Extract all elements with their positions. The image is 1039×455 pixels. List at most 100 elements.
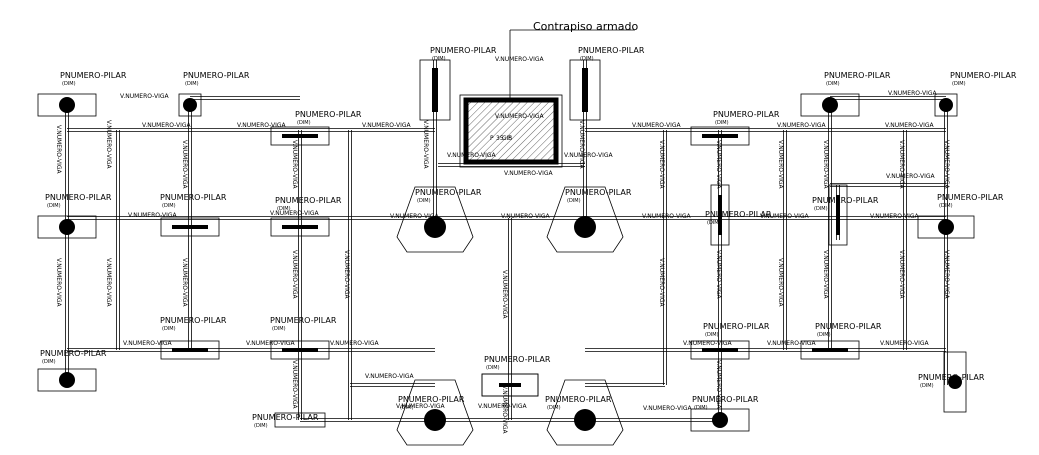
slab-title: Contrapiso armado — [533, 20, 638, 33]
pilar-bar — [172, 348, 208, 352]
slab-label: P — [508, 135, 512, 142]
footing-outline — [37, 215, 97, 239]
pilar-label: PNUMERO-PILAR — [160, 193, 227, 202]
pilar-label: PNUMERO-PILAR — [950, 71, 1017, 80]
pilar-bar — [282, 225, 318, 229]
beam-label-vertical: V.NUMERO-VIGA — [55, 258, 62, 307]
beam-label: V.NUMERO-VIGA — [683, 340, 732, 347]
pilar-label: PNUMERO-PILAR — [45, 193, 112, 202]
pilar-dim: (DIM) — [400, 405, 414, 411]
pilar-label: PNUMERO-PILAR — [824, 71, 891, 80]
beam-label-vertical: V.NUMERO-VIGA — [105, 120, 112, 169]
beam-label: V.NUMERO-VIGA — [632, 122, 681, 129]
pilar-rect — [690, 126, 750, 146]
pilar-label: PNUMERO-PILAR — [545, 395, 612, 404]
beam-label: V.NUMERO-VIGA — [888, 90, 937, 97]
beam-label-vertical: V.NUMERO-VIGA — [943, 250, 950, 299]
column-bar — [432, 68, 438, 112]
pilar-dim: (DIM) — [547, 405, 561, 411]
beam-label: V.NUMERO-VIGA — [880, 340, 929, 347]
pilar-dim: (DIM) — [814, 206, 828, 212]
pilar-rect — [270, 340, 330, 360]
beam-label: V.NUMERO-VIGA — [447, 152, 496, 159]
pilar-rect — [270, 217, 330, 237]
beam-label-vertical: V.NUMERO-VIGA — [291, 250, 298, 299]
pilar-label: PNUMERO-PILAR — [160, 316, 227, 325]
pilar-label: PNUMERO-PILAR — [692, 395, 759, 404]
beam-label: V.NUMERO-VIGA — [246, 340, 295, 347]
pilar-rect — [160, 340, 220, 360]
beam-label-vertical: V.NUMERO-VIGA — [822, 140, 829, 189]
pilar-dim: (DIM) — [432, 56, 446, 62]
beam-label-vertical: V.NUMERO-VIGA — [898, 250, 905, 299]
beam-label: V.NUMERO-VIGA — [270, 210, 319, 217]
beam-label: V.NUMERO-VIGA — [237, 122, 286, 129]
pilar-dim: (DIM) — [826, 81, 840, 87]
beam-label: V.NUMERO-VIGA — [504, 170, 553, 177]
slab-label: P — [490, 135, 494, 142]
pilar-label: PNUMERO-PILAR — [565, 188, 632, 197]
pilar-label: PNUMERO-PILAR — [812, 196, 879, 205]
beam-label-vertical: V.NUMERO-VIGA — [658, 140, 665, 189]
beam-label-vertical: V.NUMERO-VIGA — [105, 258, 112, 307]
pilar-label: PNUMERO-PILAR — [484, 355, 551, 364]
pilar-label: PNUMERO-PILAR — [815, 322, 882, 331]
pilar-dim: (DIM) — [705, 332, 719, 338]
pilar-label: PNUMERO-PILAR — [937, 193, 1004, 202]
column-dot — [183, 98, 197, 112]
pilar-dim: (DIM) — [580, 56, 594, 62]
pilar-label: PNUMERO-PILAR — [60, 71, 127, 80]
beam-label-vertical: V.NUMERO-VIGA — [501, 385, 508, 434]
beam-label-vertical: V.NUMERO-VIGA — [501, 270, 508, 319]
pilar-bar — [812, 348, 848, 352]
column-dot — [59, 97, 75, 113]
pilar-dim: (DIM) — [707, 220, 721, 226]
pilar-label: PNUMERO-PILAR — [40, 349, 107, 358]
footings-layer — [37, 59, 975, 446]
pilar-dim: (DIM) — [952, 81, 966, 87]
pilar-dim: (DIM) — [162, 326, 176, 332]
beam-label-vertical: V.NUMERO-VIGA — [55, 125, 62, 174]
pilar-rect — [690, 340, 750, 360]
beam-label: V.NUMERO-VIGA — [128, 212, 177, 219]
beam-label-vertical: V.NUMERO-VIGA — [822, 250, 829, 299]
column-dot — [59, 372, 75, 388]
column-dot — [424, 216, 446, 238]
beam-label: V.NUMERO-VIGA — [885, 122, 934, 129]
pilar-dim: (DIM) — [272, 326, 286, 332]
pilar-label: PNUMERO-PILAR — [295, 110, 362, 119]
pilar-bar — [702, 134, 738, 138]
pilar-label: PNUMERO-PILAR — [713, 110, 780, 119]
pilar-rect — [710, 184, 730, 246]
pilar-label: PNUMERO-PILAR — [415, 188, 482, 197]
beam-label-vertical: V.NUMERO-VIGA — [343, 250, 350, 299]
pilar-dim: (DIM) — [694, 405, 708, 411]
pilar-label: PNUMERO-PILAR — [252, 413, 319, 422]
column-box — [569, 59, 601, 121]
footing-outline — [37, 93, 97, 117]
pilar-bar — [702, 348, 738, 352]
beam-label: V.NUMERO-VIGA — [142, 122, 191, 129]
pilar-dim: (DIM) — [277, 206, 291, 212]
beam-label-vertical: V.NUMERO-VIGA — [715, 250, 722, 299]
beam-label: V.NUMERO-VIGA — [886, 173, 935, 180]
beam-label: V.NUMERO-VIGA — [396, 403, 445, 410]
beam-label: V.NUMERO-VIGA — [767, 340, 816, 347]
pilar-rect — [828, 184, 848, 246]
beam-label-vertical: V.NUMERO-VIGA — [943, 140, 950, 189]
column-dot — [59, 219, 75, 235]
pilar-dim: (DIM) — [920, 383, 934, 389]
slab-outer — [459, 94, 563, 168]
slab-label: 35 — [496, 135, 504, 142]
pilar-dim: (DIM) — [185, 81, 199, 87]
column-box — [419, 59, 451, 121]
column-dot — [822, 97, 838, 113]
beam-label-vertical: V.NUMERO-VIGA — [658, 258, 665, 307]
beam-label: V.NUMERO-VIGA — [501, 213, 550, 220]
pilar-label: PNUMERO-PILAR — [275, 196, 342, 205]
pilar-dim: (DIM) — [162, 203, 176, 209]
pilar-dim: (DIM) — [42, 359, 56, 365]
beam-label-vertical: V.NUMERO-VIGA — [777, 258, 784, 307]
pilar-label: PNUMERO-PILAR — [578, 46, 645, 55]
beam-label: V.NUMERO-VIGA — [564, 152, 613, 159]
